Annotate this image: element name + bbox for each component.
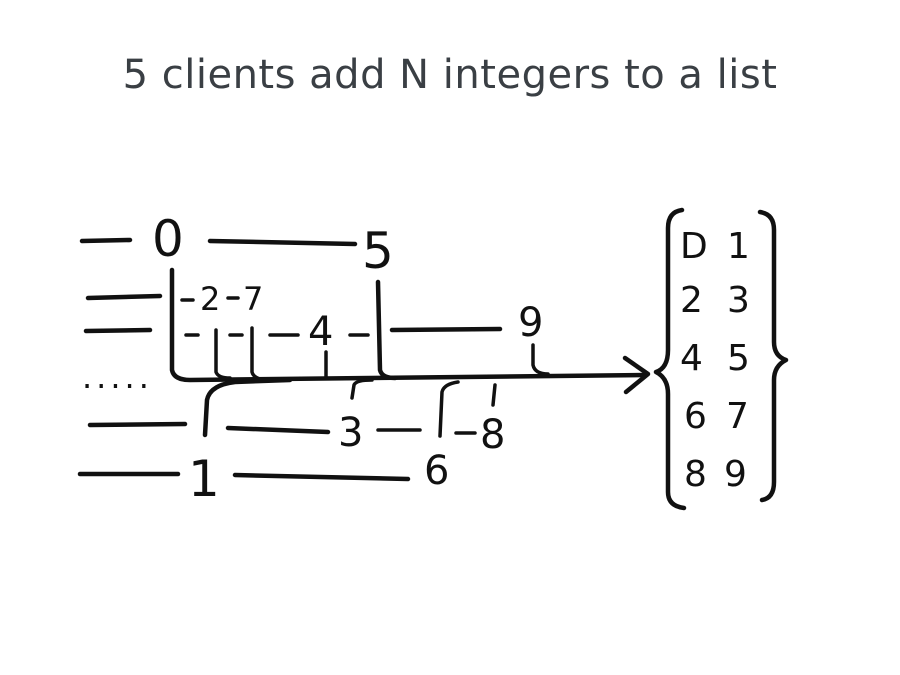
left-brace bbox=[653, 207, 687, 511]
num-3: 3 bbox=[338, 410, 363, 456]
list-cell: 2 bbox=[680, 280, 703, 321]
dots-label: ..... bbox=[82, 358, 153, 396]
num-5: 5 bbox=[362, 222, 394, 280]
list-cell: 4 bbox=[680, 338, 703, 379]
client-lane-3 bbox=[83, 326, 503, 337]
list-cell: 7 bbox=[726, 396, 749, 437]
client-lane-dotted: ..... bbox=[82, 358, 153, 396]
list-cell: 6 bbox=[684, 396, 707, 437]
client-lane-1 bbox=[79, 237, 358, 247]
client-lane-4 bbox=[87, 421, 477, 435]
list-cell: 1 bbox=[727, 226, 750, 267]
num-0: 0 bbox=[152, 210, 184, 268]
slide-title: 5 clients add N integers to a list bbox=[122, 52, 778, 98]
num-9: 9 bbox=[518, 300, 543, 346]
list-cell: 5 bbox=[727, 338, 750, 379]
list-cell: 8 bbox=[684, 454, 707, 495]
right-brace bbox=[757, 209, 789, 503]
client-lane-5 bbox=[77, 471, 411, 482]
num-6: 6 bbox=[424, 448, 449, 494]
arrow-head bbox=[622, 355, 651, 395]
num-8: 8 bbox=[480, 412, 505, 458]
num-2: 2 bbox=[200, 280, 220, 318]
num-1: 1 bbox=[188, 450, 220, 508]
list-cell: 3 bbox=[727, 280, 750, 321]
merge-timeline bbox=[169, 267, 651, 438]
num-7: 7 bbox=[243, 280, 263, 318]
client-lane-2 bbox=[85, 293, 240, 302]
list-cell: 9 bbox=[724, 454, 747, 495]
result-list: D 1 2 3 4 5 6 7 8 9 bbox=[653, 207, 789, 511]
num-4: 4 bbox=[308, 309, 333, 355]
list-cell: D bbox=[680, 226, 708, 267]
